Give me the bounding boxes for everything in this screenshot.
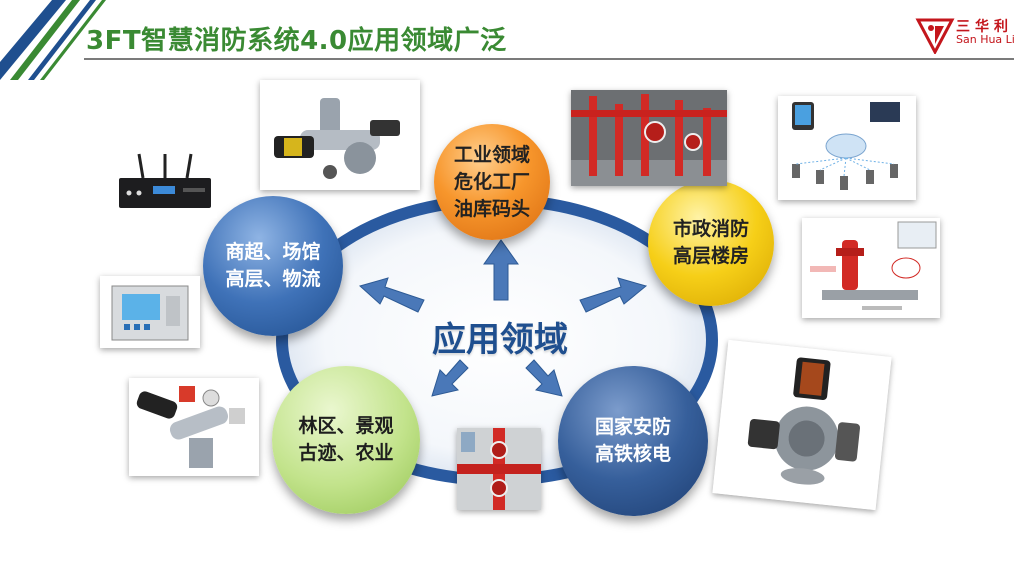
circle-commercial-line2: 高层、物流 <box>225 268 321 290</box>
arrow-down-right-icon <box>525 359 563 397</box>
circle-industrial-line1: 工业领域 <box>453 143 530 166</box>
logo-name-en: San Hua Li <box>956 33 1015 46</box>
title-divider <box>84 58 1014 60</box>
circle-industrial-line2: 危化工厂 <box>453 170 530 193</box>
photo-fire-cannon-left <box>129 378 259 476</box>
photo-fire-cannon-right <box>712 339 892 511</box>
photo-hydrant-valves <box>457 428 541 510</box>
photo-fire-monitor-top <box>260 80 420 190</box>
photo-control-panel <box>100 276 200 348</box>
circle-commercial: 商超、场馆 高层、物流 <box>203 196 343 336</box>
circle-industrial: 工业领域 危化工厂 油库码头 <box>434 124 550 240</box>
circle-commercial-line1: 商超、场馆 <box>225 241 321 263</box>
photo-pump-room-top <box>571 90 727 186</box>
center-label: 应用领域 <box>432 320 568 360</box>
circle-national-security: 国家安防 高铁核电 <box>558 366 708 516</box>
arrow-down-left-icon <box>431 359 469 397</box>
logo-name-cn: 三华利 <box>956 19 1013 35</box>
photo-smart-platform <box>778 96 916 200</box>
circle-national-security-line2: 高铁核电 <box>594 443 671 465</box>
arrow-up-icon <box>483 239 519 301</box>
circle-municipal-line2: 高层楼房 <box>672 245 749 267</box>
arrow-right-icon <box>579 277 648 313</box>
triangle-logo-icon <box>915 18 955 54</box>
photo-smart-hydrant <box>802 218 940 318</box>
circle-municipal-line1: 市政消防 <box>672 218 749 240</box>
circle-forestry-line1: 林区、景观 <box>298 415 394 437</box>
header-stripes-decoration <box>0 0 106 80</box>
circle-forestry: 林区、景观 古迹、农业 <box>272 366 420 514</box>
circle-forestry-line2: 古迹、农业 <box>298 442 394 464</box>
circle-national-security-line1: 国家安防 <box>594 416 671 438</box>
page-title: 3FT智慧消防系统4.0应用领域广泛 <box>86 26 507 56</box>
circle-municipal: 市政消防 高层楼房 <box>648 180 774 306</box>
photo-wireless-receiver <box>113 152 217 218</box>
circle-industrial-line3: 油库码头 <box>453 197 530 220</box>
arrow-left-icon <box>358 277 425 313</box>
